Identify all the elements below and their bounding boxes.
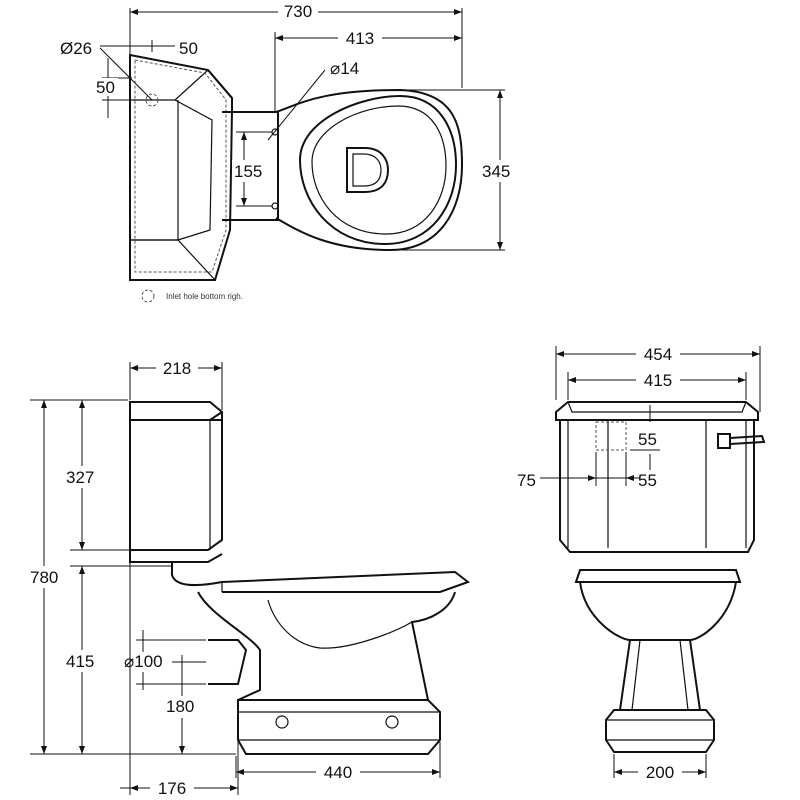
dim-inlet-offset-x: 50 — [179, 39, 198, 58]
inlet-opening — [595, 421, 627, 451]
dim-inlet-bottom: 55 — [638, 471, 657, 490]
dim-base-length: 440 — [324, 763, 352, 782]
base-bolt-left — [275, 715, 289, 729]
dimension-arrows — [41, 9, 760, 791]
front-view: 454 415 55 55 75 200 — [517, 344, 766, 782]
dim-front-overall-width: 454 — [644, 345, 672, 364]
dim-overall-width: 730 — [284, 2, 312, 21]
dim-outlet-diameter: ⌀100 — [124, 652, 163, 671]
dim-outlet-to-wall: 176 — [158, 779, 186, 798]
dim-fixing-hole: ⌀14 — [330, 59, 359, 78]
flush-lever-icon — [717, 433, 731, 449]
dim-total-height: 780 — [30, 568, 58, 587]
dim-inlet-diameter: Ø26 — [60, 39, 92, 58]
plan-view: 730 413 Ø26 50 50 ⌀14 155 345 — [60, 2, 520, 303]
side-view: 218 780 327 415 ⌀100 180 176 — [26, 358, 471, 798]
legend-inlet-icon — [141, 289, 155, 303]
legend-text: Inlet hole bottom righ. — [166, 292, 243, 301]
dim-bowl-width: 345 — [482, 162, 510, 181]
dim-cistern-height: 327 — [66, 468, 94, 487]
dim-inlet-offset-y: 50 — [96, 78, 115, 97]
dim-outlet-height: 180 — [166, 697, 194, 716]
dim-lid-width: 415 — [644, 371, 672, 390]
inlet-hole-icon — [145, 93, 159, 107]
base-bolt-right — [385, 715, 399, 729]
dim-pedestal-width: 200 — [646, 763, 674, 782]
dim-bowl-length: 413 — [346, 29, 374, 48]
dim-inlet-width: 75 — [517, 471, 536, 490]
dim-cistern-depth: 218 — [163, 359, 191, 378]
dim-inlet-top: 55 — [638, 430, 657, 449]
dim-fixing-spacing: 155 — [234, 162, 262, 181]
dim-seat-height: 415 — [66, 652, 94, 671]
